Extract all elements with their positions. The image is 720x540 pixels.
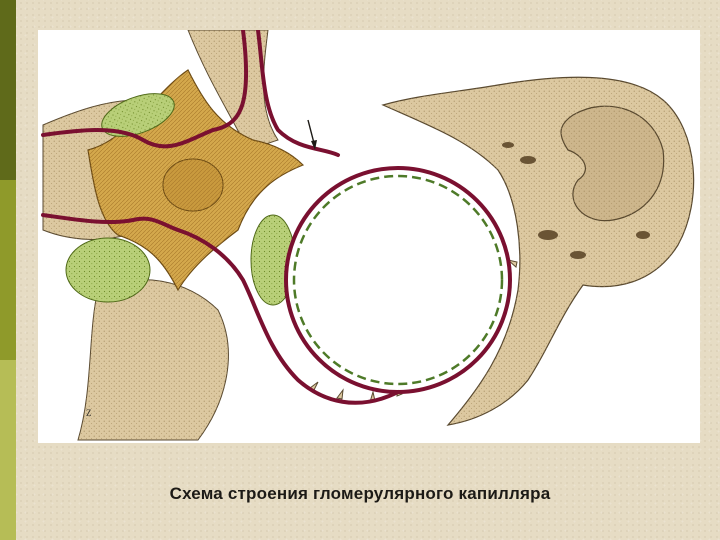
lower-podocyte-tissue	[78, 280, 228, 440]
accent-bar-dark	[0, 0, 16, 180]
corner-mark: Z	[86, 408, 92, 418]
accent-bar-mid	[0, 180, 16, 360]
slide-caption: Схема строения гломерулярного капилляра	[0, 484, 720, 504]
glomerular-capillary-diagram: Z	[38, 30, 700, 443]
illustration-panel: Z	[38, 30, 700, 443]
accent-bar-light	[0, 360, 16, 540]
capillary-wall	[286, 168, 510, 392]
